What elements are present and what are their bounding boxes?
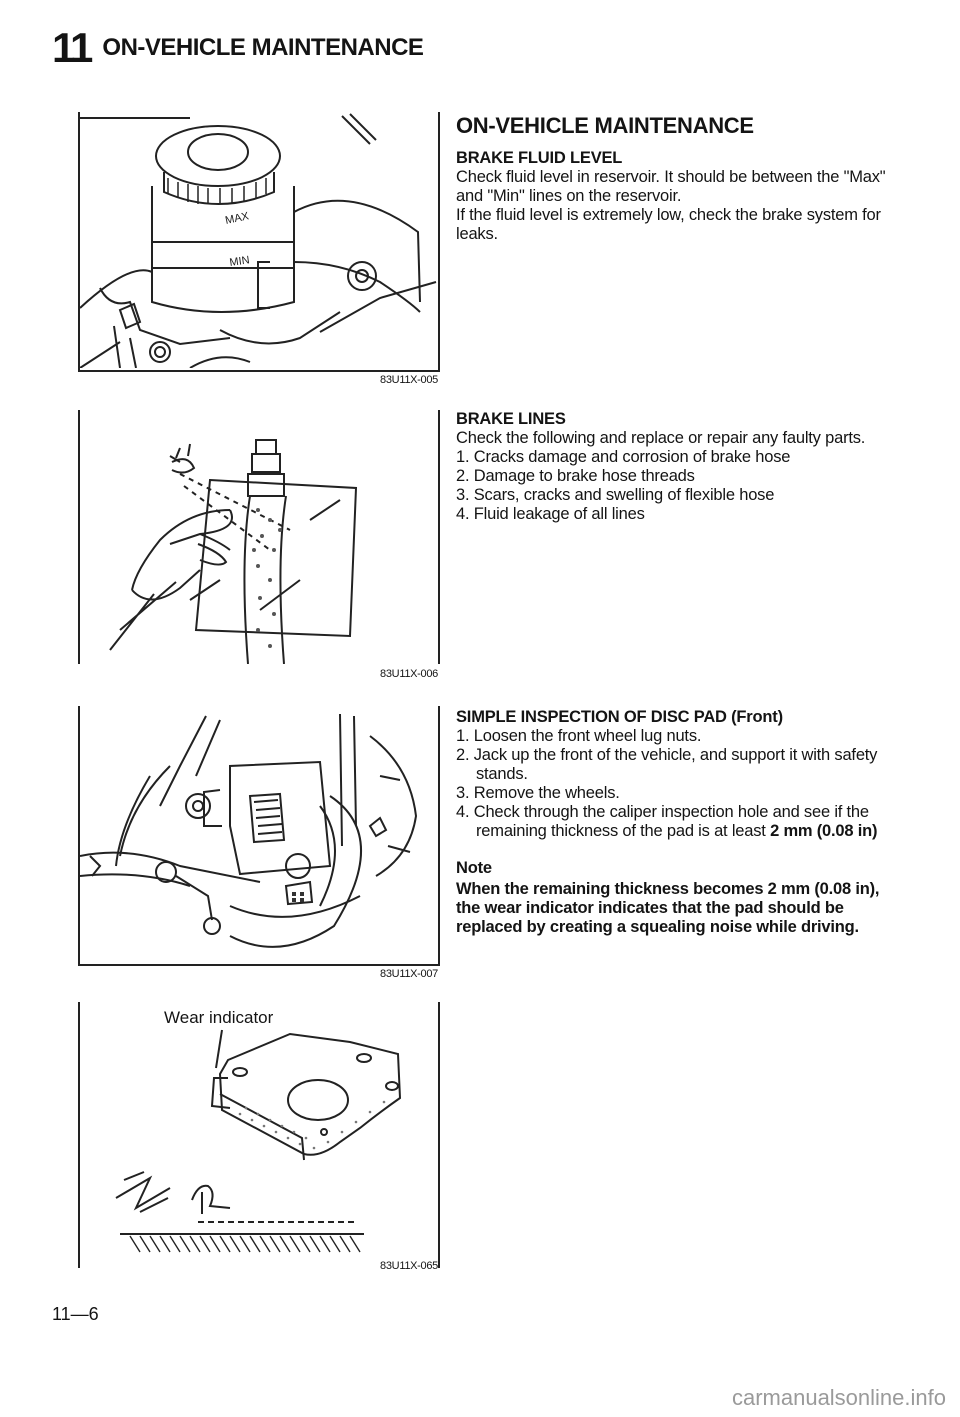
fluid-paragraph-1: Check fluid level in reservoir. It shoul… <box>456 168 886 205</box>
figure-wear-indicator: Wear indicator 83U11X-065 <box>78 1002 440 1272</box>
figure-brake-hose: 83U11X-006 <box>78 410 440 680</box>
note-text: When the remaining thickness becomes 2 m… <box>456 880 880 936</box>
caliper-illustration <box>80 713 418 948</box>
figure-caption: 83U11X-007 <box>380 968 438 980</box>
pad-item: 2. Jack up the front of the vehicle, and… <box>456 746 878 783</box>
pad-item-4-bold: 2 mm (0.08 in) <box>770 822 878 840</box>
lines-item: 3. Scars, cracks and swelling of flexibl… <box>456 486 775 504</box>
figure-reservoir: MAX MIN 83U11X-005 <box>78 112 440 386</box>
wear-indicator-illustration <box>115 1029 402 1253</box>
svg-text:MIN: MIN <box>229 254 251 269</box>
lines-heading: BRAKE LINES <box>456 410 566 428</box>
figure-caption: 83U11X-005 <box>380 374 438 386</box>
figure-frame: 83U11X-006 <box>78 410 440 680</box>
lines-item: 2. Damage to brake hose threads <box>456 467 695 485</box>
watermark: carmanualsonline.info <box>731 1385 946 1410</box>
brake-hose-illustration <box>109 439 358 664</box>
lines-intro: Check the following and replace or repai… <box>456 429 866 447</box>
note-heading: Note <box>456 859 492 877</box>
fluid-section: ON-VEHICLE MAINTENANCE BRAKE FLUID LEVEL… <box>456 113 896 244</box>
figure-frame: MAX MIN 83U11X-005 <box>78 112 440 386</box>
wear-indicator-label: Wear indicator <box>164 1008 274 1027</box>
chapter-header: 11 ON-VEHICLE MAINTENANCE <box>52 24 424 72</box>
pad-item: 1. Loosen the front wheel lug nuts. <box>456 727 702 745</box>
lines-section: BRAKE LINES Check the following and repl… <box>456 410 896 524</box>
pad-heading: SIMPLE INSPECTION OF DISC PAD (Front) <box>456 708 783 726</box>
chapter-number: 11 <box>52 24 93 71</box>
chapter-title: ON-VEHICLE MAINTENANCE <box>102 34 424 61</box>
fluid-paragraph-2: If the fluid level is extremely low, che… <box>456 206 881 243</box>
pad-section: SIMPLE INSPECTION OF DISC PAD (Front) 1.… <box>456 708 896 937</box>
pad-item: 3. Remove the wheels. <box>456 784 620 802</box>
section-title: ON-VEHICLE MAINTENANCE <box>456 113 754 138</box>
figure-frame: 83U11X-007 <box>78 706 440 980</box>
figure-caption: 83U11X-006 <box>380 668 438 680</box>
lines-item: 1. Cracks damage and corrosion of brake … <box>456 448 791 466</box>
fluid-heading: BRAKE FLUID LEVEL <box>456 149 623 167</box>
page-number: 11—6 <box>52 1304 99 1324</box>
reservoir-illustration: MAX MIN <box>80 113 437 368</box>
lines-item: 4. Fluid leakage of all lines <box>456 505 645 523</box>
figure-frame: Wear indicator 83U11X-065 <box>78 1002 440 1272</box>
pad-item-4-text: 4. Check through the caliper inspection … <box>456 803 869 840</box>
pad-item-4: 4. Check through the caliper inspection … <box>456 803 896 841</box>
figure-caliper: 83U11X-007 <box>78 706 440 980</box>
figure-caption: 83U11X-065 <box>380 1260 438 1272</box>
svg-text:MAX: MAX <box>224 210 250 227</box>
